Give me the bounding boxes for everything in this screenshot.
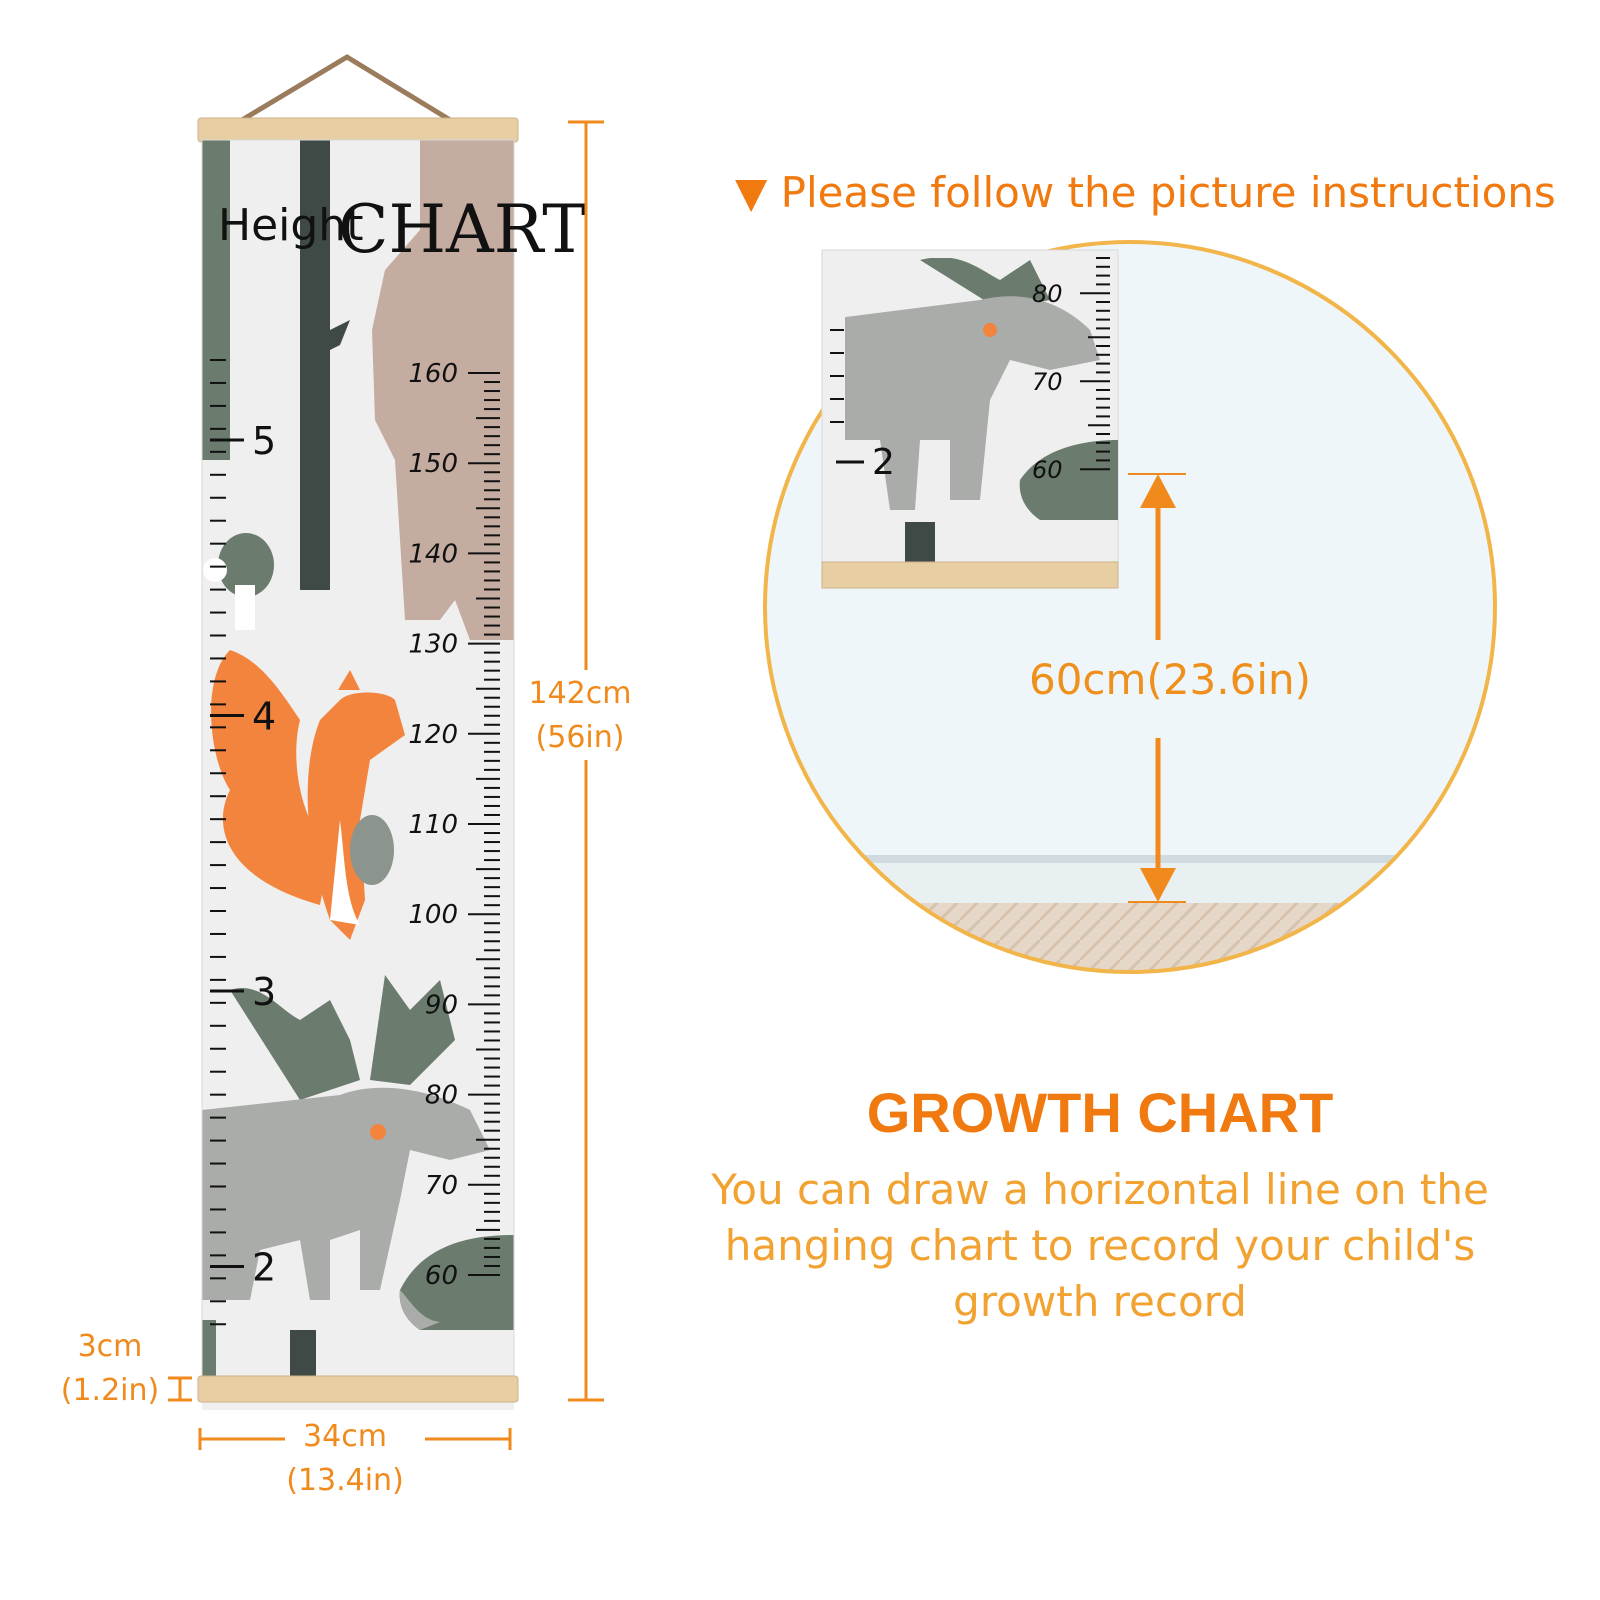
cm-label: 120	[408, 720, 458, 750]
zoom-ft-label: 2	[872, 442, 895, 483]
squirrel-tail	[211, 650, 330, 905]
hedgehog	[399, 1235, 514, 1330]
arrow-up-head	[1140, 474, 1176, 508]
instruction-text: ▼ Please follow the picture instructions	[735, 168, 1556, 217]
growth-desc-line: growth record	[953, 1277, 1247, 1326]
zoom-cm-label: 70	[1032, 368, 1063, 396]
dimension-height-in: (56in)	[535, 720, 625, 755]
hanging-rope	[230, 54, 462, 129]
mushroom	[218, 533, 274, 597]
acorn	[350, 815, 394, 885]
growth-chart-title: GROWTH CHART	[866, 1081, 1334, 1144]
bottom-wood-bar	[197, 1375, 519, 1403]
cm-label: 60	[425, 1261, 458, 1291]
cm-label: 70	[425, 1171, 458, 1201]
arrow-down-head	[1140, 868, 1176, 902]
left-tree	[202, 140, 230, 460]
ft-label: 2	[252, 1246, 276, 1290]
moose-antler-left	[230, 987, 360, 1100]
ft-scale: 5 4 3 2	[210, 359, 276, 1326]
hang-height-label: 60cm(23.6in)	[1028, 655, 1312, 704]
cm-label: 90	[425, 990, 458, 1020]
growth-desc-line: You can draw a horizontal line on the	[711, 1165, 1489, 1214]
dimension-bar-cm: 3cm	[77, 1329, 143, 1364]
chart-canvas	[202, 140, 514, 1410]
ruler-minor-ticks	[468, 372, 500, 1276]
moose-body	[202, 1087, 490, 1300]
dimension-height-cm: 142cm	[528, 676, 632, 711]
dimension-width-in: (13.4in)	[286, 1463, 404, 1498]
bear	[372, 140, 514, 640]
chart-title-height: Height	[218, 200, 363, 251]
growth-desc-line: hanging chart to record your child's	[724, 1221, 1476, 1270]
cm-label: 130	[408, 630, 458, 660]
cm-label: 160	[408, 359, 458, 389]
dimension-width: 34cm (13.4in)	[280, 1415, 410, 1503]
ft-label: 3	[252, 970, 276, 1014]
cm-label: 110	[408, 810, 458, 840]
cm-label: 140	[408, 539, 458, 569]
cm-scale: 160 150 140 130 120 110 100 90 80 70 60	[408, 359, 458, 1291]
ft-label: 4	[252, 695, 276, 739]
dimension-bar-in: (1.2in)	[60, 1373, 160, 1408]
hanging-illustration-circle: 80 70 60 2	[763, 240, 1497, 974]
cm-label: 80	[425, 1081, 458, 1111]
ft-label: 5	[252, 419, 276, 463]
zoomed-chart-piece: 80 70 60 2	[821, 249, 1119, 589]
cm-label: 100	[408, 900, 458, 930]
tree-trunk	[300, 140, 350, 590]
dimension-bar: 3cm (1.2in)	[40, 1325, 180, 1413]
moose-antler-right	[370, 975, 455, 1085]
growth-chart-description: You can draw a horizontal line on the ha…	[690, 1162, 1510, 1330]
dimension-height: 142cm (56in)	[525, 672, 635, 760]
dimension-width-cm: 34cm	[303, 1419, 387, 1454]
chart-title-chart: CHART	[338, 191, 586, 268]
squirrel-body	[307, 692, 405, 940]
zoom-ruler-ticks	[830, 257, 1110, 471]
top-wood-bar	[197, 117, 519, 143]
zoom-cm-label: 80	[1032, 280, 1063, 308]
cm-label: 150	[408, 449, 458, 479]
zoom-cm-label: 60	[1032, 456, 1063, 484]
